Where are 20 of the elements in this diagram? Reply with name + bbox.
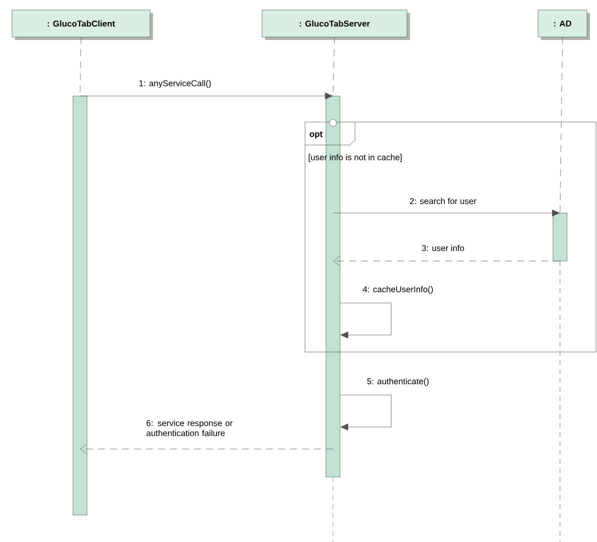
- message-label: 2: search for user: [410, 198, 476, 204]
- lifeline-header: : GlucoTabClient: [12, 10, 153, 40]
- message-label: 3: user info: [422, 244, 464, 252]
- message-label: 6: service response or authentication failure: [146, 420, 232, 436]
- lifeline: [560, 37, 563, 213]
- fragment-operator: opt: [304, 122, 356, 146]
- message-label: 5: authenticate(): [367, 378, 429, 386]
- guard-condition: [user info is not in cache]: [308, 154, 402, 162]
- message-arrow: [332, 210, 560, 216]
- message-label: 1: anyServiceCall(): [139, 80, 211, 88]
- return-message-arrow: [333, 256, 560, 266]
- lifeline-header: : AD: [538, 10, 590, 40]
- return-message-arrow: [80, 444, 334, 454]
- self-message-arrow: [340, 394, 392, 430]
- activation-bar: [552, 212, 568, 262]
- message-arrow: [80, 92, 333, 100]
- message-label: 4: cacheUserInfo(): [362, 286, 433, 294]
- activation-bar: [72, 96, 88, 516]
- lifeline-header: : GlucoTabServer: [262, 10, 410, 40]
- self-message-arrow: [340, 302, 392, 338]
